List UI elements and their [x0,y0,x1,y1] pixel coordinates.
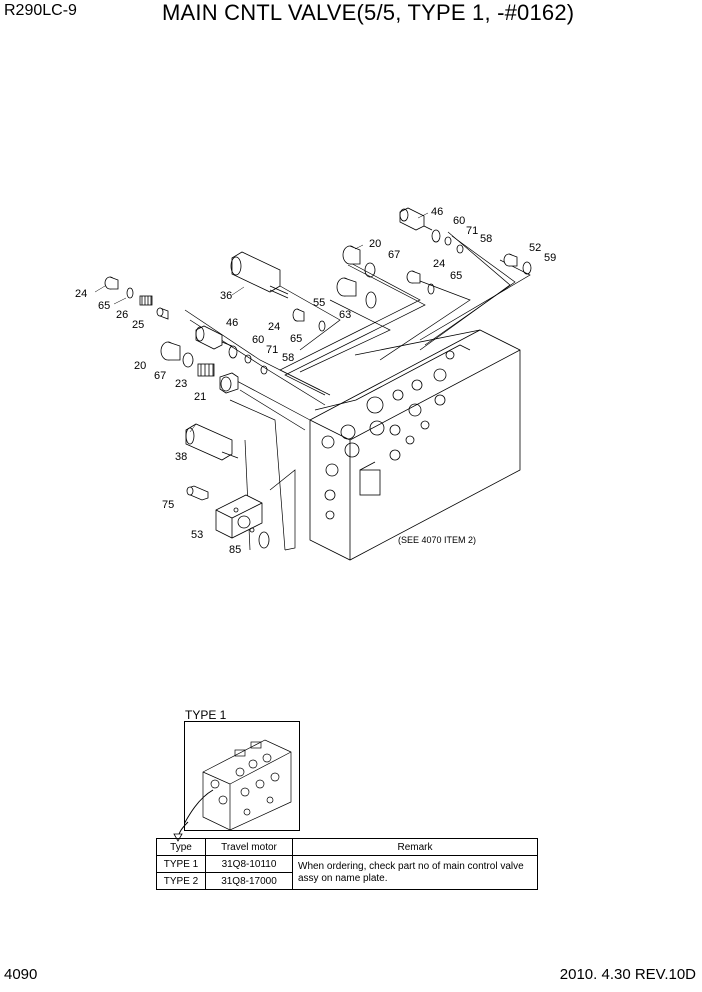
callout-63: 63 [339,309,351,321]
motor-cell: 31Q8-10110 [205,855,293,873]
callout-59: 59 [544,252,556,264]
callout-24-mid: 24 [268,321,280,333]
plug-24-left [104,276,119,290]
callout-38: 38 [175,451,187,463]
callout-23: 23 [175,378,187,390]
page-number: 4090 [4,966,38,983]
callout-58-upper: 58 [480,233,492,245]
oring-71-lower [244,354,252,364]
callout-65-left: 65 [98,300,110,312]
oring-67-lower [182,352,194,368]
callout-26: 26 [116,309,128,321]
callout-60-upper: 60 [453,215,465,227]
callout-65-upper: 65 [450,270,462,282]
table-row: TYPE 2 31Q8-17000 [156,872,538,890]
callout-52: 52 [529,242,541,254]
callout-connectors [94,212,429,433]
oring-60-lower [228,345,238,359]
callout-46-lower: 46 [226,317,238,329]
oring-58-lower [260,365,268,375]
page-title: MAIN CNTL VALVE(5/5, TYPE 1, -#0162) [162,0,575,25]
part-46-lower [195,325,233,350]
callout-21: 21 [194,391,206,403]
callout-53: 53 [191,529,203,541]
plug-20-upper [342,245,361,265]
plug-24-mid [292,308,305,322]
inset-arrow-icon [173,821,189,842]
oring-65-left [126,287,134,299]
spring-26 [139,295,153,306]
type-header: Type [156,838,206,856]
plug-24-upper [406,270,421,284]
model-name: R290LC-9 [4,2,77,19]
oring-67-upper [364,262,376,278]
callout-71-lower: 71 [266,344,278,356]
callout-36: 36 [220,290,232,302]
callout-24-left: 24 [75,288,87,300]
flange-53 [215,494,263,539]
remark-cell: When ordering, check part no of main con… [292,855,538,890]
oring-85 [258,531,270,549]
callout-85: 85 [229,544,241,556]
plug-55 [336,277,357,297]
callout-20-upper: 20 [369,238,381,250]
callout-55: 55 [313,297,325,309]
callout-71-upper: 71 [466,225,478,237]
callout-60-lower: 60 [252,334,264,346]
callout-46-upper: 46 [431,206,443,218]
type-table: Type Travel motor Remark TYPE 1 31Q8-101… [156,838,538,890]
callout-20-lower: 20 [134,360,146,372]
travel-motor-header: Travel motor [205,838,293,856]
leader-lines [184,231,531,551]
callout-58-lower: 58 [282,352,294,364]
motor-cell: 31Q8-17000 [205,872,293,890]
piston-21 [219,372,239,394]
oring-65-mid [318,320,326,332]
spring-23 [197,363,215,377]
type-cell: TYPE 2 [156,872,206,890]
bolt-75 [186,485,209,501]
remark-header: Remark [292,838,538,856]
callout-75: 75 [162,499,174,511]
type-cell: TYPE 1 [156,855,206,873]
callout-24-upper: 24 [433,258,445,270]
plug-52 [503,253,518,267]
oring-60-upper [431,229,441,243]
oring-71-upper [444,236,452,246]
type1-inset-view [180,721,300,831]
callout-67-upper: 67 [388,249,400,261]
poppet-25 [156,307,169,320]
table-row: TYPE 1 31Q8-10110 When ordering, check p… [156,855,538,890]
spool-36 [230,251,289,299]
revision-date: 2010. 4.30 REV.10D [559,966,696,983]
part-46-upper [399,207,433,231]
callout-25: 25 [132,319,144,331]
callout-67-lower: 67 [154,370,166,382]
oring-63 [365,291,377,309]
plug-20-lower [160,341,181,361]
oring-58-upper [456,244,464,254]
spool-38 [185,423,239,461]
inset-valve-drawing [180,739,292,831]
see-reference-note: (SEE 4070 ITEM 2) [398,535,476,545]
callout-65-mid: 65 [290,333,302,345]
oring-59 [522,261,532,275]
valve-body [309,329,521,561]
oring-65-upper [427,283,435,295]
inset-label: TYPE 1 [185,708,227,722]
